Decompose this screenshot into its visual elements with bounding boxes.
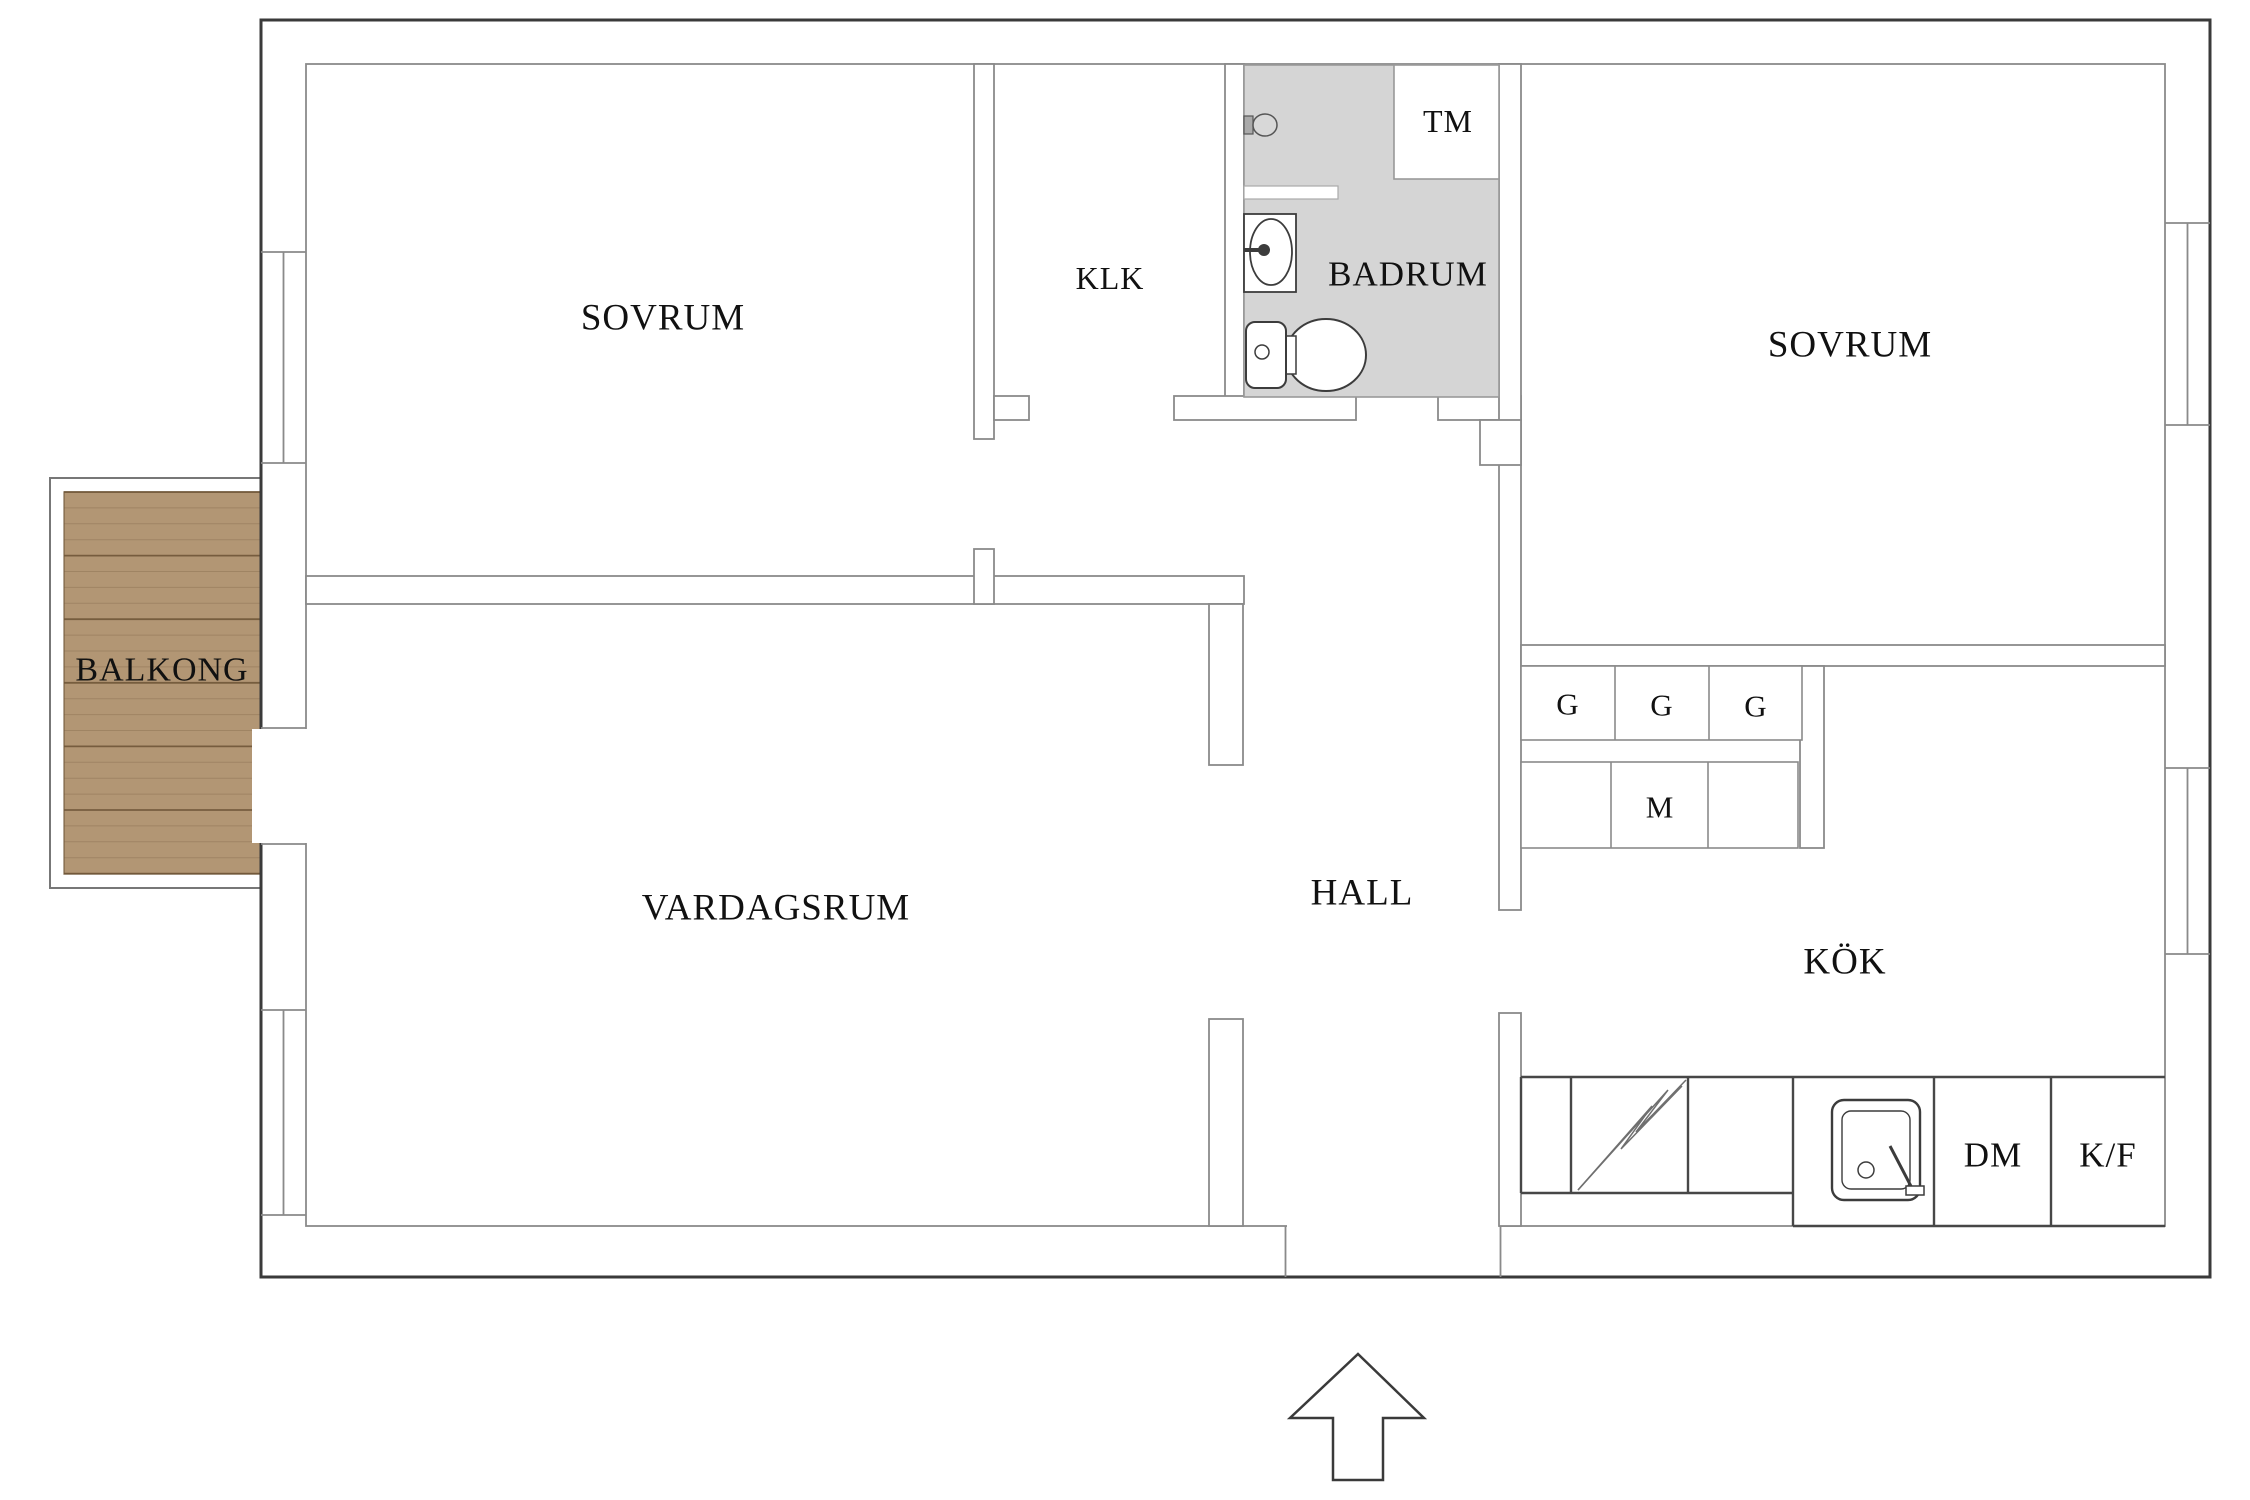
closets — [1520, 665, 1803, 849]
entrance-arrow — [1286, 1352, 1428, 1482]
balcony — [49, 477, 262, 889]
klk-bathroom-wall — [1224, 63, 1245, 398]
room-label-balkong: BALKONG — [75, 652, 248, 689]
room-label-kf: K/F — [2079, 1136, 2136, 1175]
room-label-badrum: BADRUM — [1328, 255, 1488, 294]
entrance — [1286, 1352, 1428, 1482]
band-klk-left — [993, 395, 1030, 421]
shower-mixer-icon — [1243, 115, 1254, 135]
windows — [261, 222, 2210, 1277]
room-label-dm: DM — [1964, 1136, 2022, 1175]
bathroom — [1243, 64, 1500, 398]
room-label-vardagsrum: VARDAGSRUM — [642, 888, 910, 929]
vardagsrum-east-wall-lower — [1208, 1018, 1244, 1227]
closet-row — [1520, 761, 1799, 849]
hall-east-wall-lower — [1498, 1012, 1522, 1227]
kitchen-sink-icon — [1830, 1098, 1922, 1202]
wall-openings — [252, 729, 1499, 1270]
entrance-opening — [1287, 1221, 1499, 1270]
wardrobe-row — [1520, 665, 1803, 741]
room-label-g2: G — [1650, 688, 1673, 723]
band-bathroom — [1173, 395, 1357, 421]
interior-walls — [305, 63, 2166, 1227]
sovrum-left-east-wall — [973, 63, 995, 440]
kitchen-west-wall — [1799, 665, 1825, 849]
room-label-sovrum-right: SOVRUM — [1768, 325, 1932, 366]
room-label-kok: KÖK — [1803, 942, 1886, 983]
room-label-klk: KLK — [1076, 260, 1145, 296]
partition-sovrum-vardagsrum — [305, 575, 1245, 605]
toilet-icon — [1285, 318, 1367, 392]
room-label-hall: HALL — [1311, 873, 1414, 914]
room-label-g3: G — [1744, 689, 1767, 724]
room-label-m: M — [1646, 790, 1675, 825]
room-label-tm: TM — [1423, 103, 1473, 139]
washing-machine — [1393, 64, 1500, 180]
vardagsrum-east-wall-upper — [1208, 603, 1244, 766]
labels: SOVRUM KLK TM BADRUM SOVRUM BALKONG VARDAGSRUM… — [75, 103, 2136, 1175]
sovrum-left-door-jamb — [973, 548, 995, 605]
stove-icon — [1577, 1085, 1683, 1191]
bathroom-shelf — [1243, 185, 1339, 200]
kitchen-counter — [1519, 1075, 2165, 1228]
sovrum-right-bottom-wall — [1520, 644, 2166, 667]
room-label-g1: G — [1556, 687, 1579, 722]
balcony-door-opening — [252, 729, 312, 843]
hall-corner-pillar — [1479, 419, 1522, 466]
room-label-sovrum-left: SOVRUM — [581, 298, 745, 339]
hall-east-wall-upper — [1498, 63, 1522, 911]
